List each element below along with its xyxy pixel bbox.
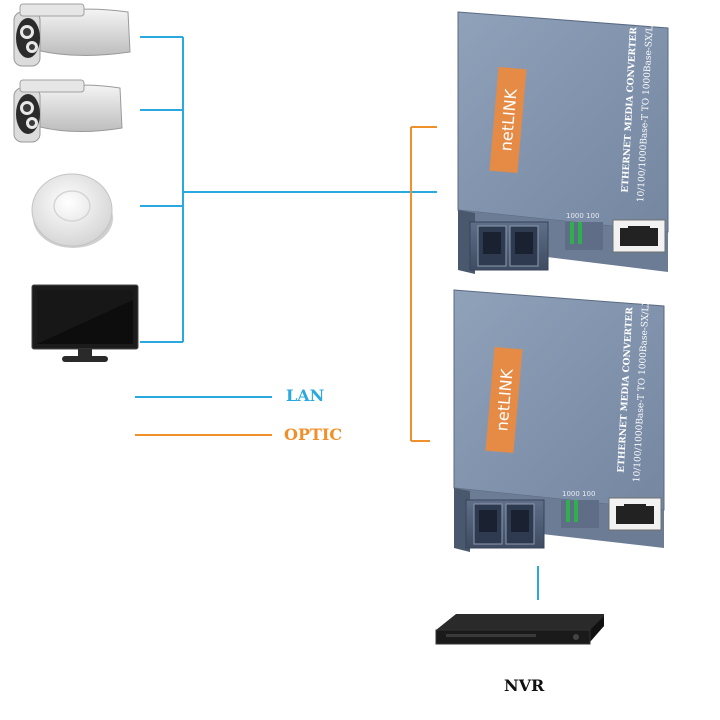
optic-legend-label: OPTIC [284,425,343,444]
media-converter-1: 1000 100 netLINK ETHERNET MEDIA CONVERTE… [457,11,669,274]
port-speed-label-1: 1000 100 [566,212,599,220]
optic-wiring [410,126,437,442]
media-converter-2: 1000 100 netLINK ETHERNET MEDIA CONVERTE… [453,289,665,552]
port-speed-label-2: 1000 100 [562,490,595,498]
bullet-camera-1 [13,3,131,67]
bullet-camera-2 [13,79,123,143]
lan-legend-label: LAN [286,386,325,405]
wireless-access-point [31,173,113,248]
monitor [31,284,139,362]
lan-wiring [140,36,539,600]
nvr-label: NVR [504,676,545,695]
nvr-device [435,614,604,645]
